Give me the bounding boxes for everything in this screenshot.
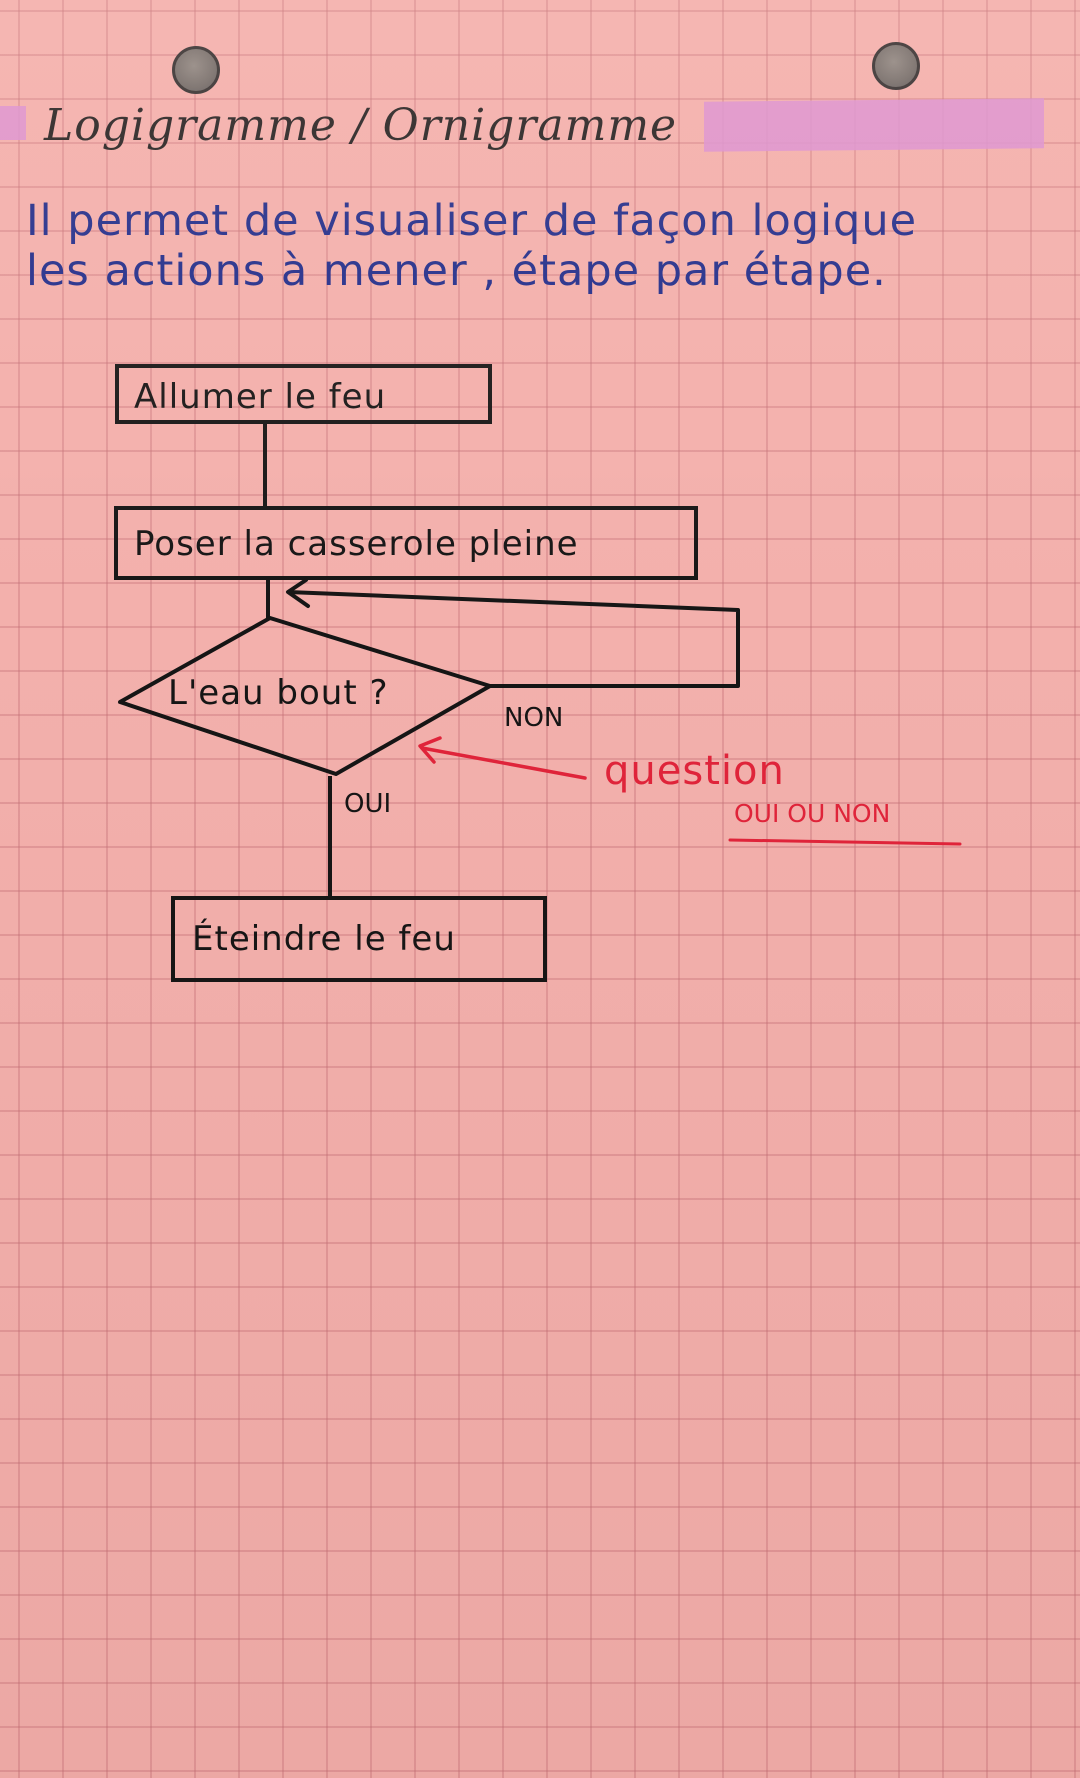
intro-line: les actions à mener , étape par étape.	[26, 246, 887, 296]
annotation-arrow-line	[420, 746, 587, 780]
annotation-sub-label: OUI OU NON	[734, 799, 890, 828]
step-box-light	[115, 364, 492, 424]
arrowhead-icon	[418, 736, 442, 764]
highlighter-mark	[0, 106, 26, 140]
page-title: Logigramme / Ornigramme	[44, 100, 678, 151]
branch-yes-label: OUI	[344, 789, 391, 819]
step-end-label: Éteindre le feu	[192, 918, 456, 959]
step-box-place	[114, 506, 698, 580]
arrowhead-icon	[286, 578, 310, 608]
punch-hole	[172, 46, 220, 94]
annotation-underline	[728, 838, 962, 846]
step-light-label: Allumer le feu	[134, 377, 386, 417]
punch-hole	[872, 42, 920, 90]
step-place-label: Poser la casserole pleine	[134, 524, 579, 564]
loop-back-line	[287, 590, 740, 688]
step-box-end	[171, 896, 547, 982]
decision-label: L'eau bout ?	[168, 673, 389, 713]
intro-line: Il permet de visualiser de façon logique	[26, 196, 918, 246]
branch-no-label: NON	[504, 703, 563, 733]
annotation-label: question	[604, 748, 785, 794]
decision-diamond	[118, 616, 492, 776]
